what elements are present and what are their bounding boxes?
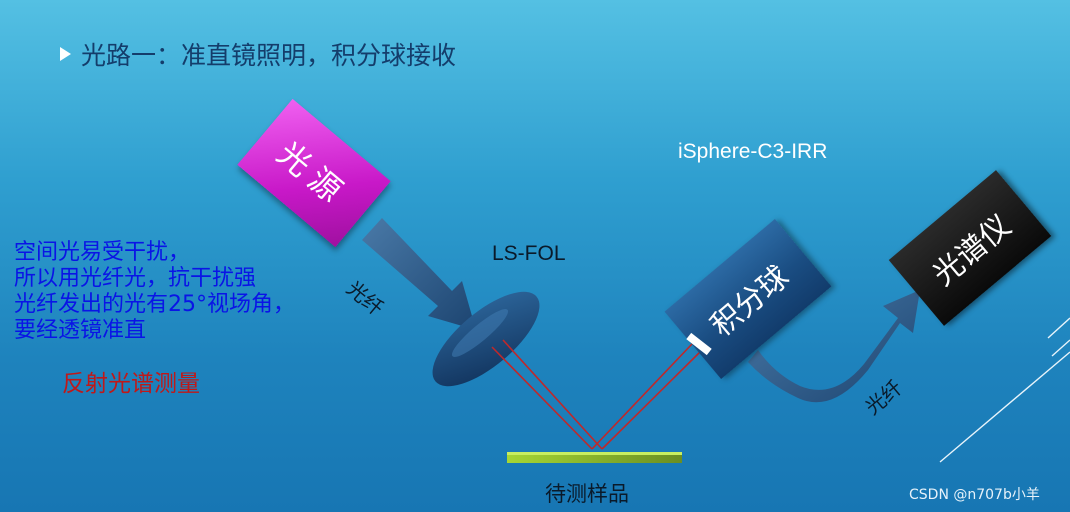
note-line: 所以用光纤光，抗干扰强 [14,266,257,291]
bullet-triangle-icon [60,47,71,61]
lens-label: LS-FOL [492,242,566,265]
note-line: 要经透镜准直 [14,318,147,343]
fiber-arrow-right [748,290,920,403]
slide-heading: 光路一：准直镜照明，积分球接收 [60,38,456,70]
note-line: 空间光易受干扰， [14,240,191,265]
isphere-label: iSphere-C3-IRR [678,140,828,163]
sample-plate [507,452,682,463]
annotation-note: 空间光易受干扰， 所以用光纤光，抗干扰强 光纤发出的光有25°视场角， 要经透镜… [14,240,295,344]
light-beams [491,339,701,450]
sample-plate-highlight [507,452,682,455]
sample-label: 待测样品 [545,482,629,506]
decorative-lines [939,317,1070,463]
heading-text: 光路一：准直镜照明，积分球接收 [81,41,457,70]
note-line: 光纤发出的光有25°视场角， [14,292,295,317]
watermark: CSDN @n707b小羊 [909,487,1040,503]
fiber-arrow-left [362,218,476,330]
reflection-measurement-note: 反射光谱测量 [62,371,200,397]
collimating-lens [432,291,540,387]
